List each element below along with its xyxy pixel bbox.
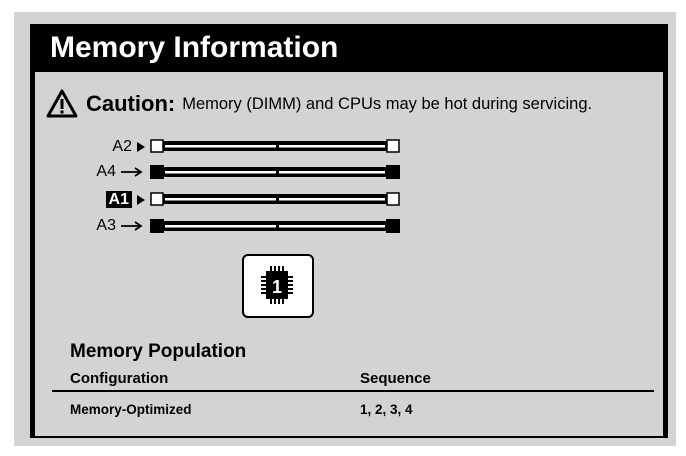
panel-body	[35, 72, 663, 436]
caution-label: Caution:	[86, 91, 176, 116]
dimm-slot-a3	[150, 219, 400, 233]
warning-triangle-icon	[46, 89, 78, 118]
slot-label-a2: A2	[112, 138, 132, 155]
page-title: Memory Information	[50, 31, 339, 64]
row-sequence: 1, 2, 3, 4	[360, 402, 413, 417]
cpu-number: 1	[272, 277, 282, 297]
header-configuration: Configuration	[70, 370, 169, 387]
caution-notice: Caution: Memory (DIMM) and CPUs may be h…	[46, 88, 592, 120]
header-sequence: Sequence	[360, 370, 431, 387]
population-title: Memory Population	[70, 341, 247, 362]
arrow-small-icon	[137, 142, 145, 152]
arrow-right-icon	[121, 221, 143, 231]
slot-label-a3: A3	[96, 217, 116, 234]
dimm-slot-a2	[150, 139, 400, 153]
cpu-card: 1	[242, 254, 314, 318]
table-divider	[52, 390, 654, 392]
cpu-chip-icon: 1	[261, 266, 293, 304]
row-configuration: Memory-Optimized	[70, 402, 192, 417]
arrow-right-icon	[121, 167, 143, 177]
slot-label-a4: A4	[96, 163, 116, 180]
caution-text: Memory (DIMM) and CPUs may be hot during…	[182, 94, 593, 113]
dimm-slot-a1	[150, 192, 400, 206]
dimm-slot-a4	[150, 165, 400, 179]
arrow-small-icon	[137, 195, 145, 205]
slot-label-a1: A1	[88, 190, 132, 210]
